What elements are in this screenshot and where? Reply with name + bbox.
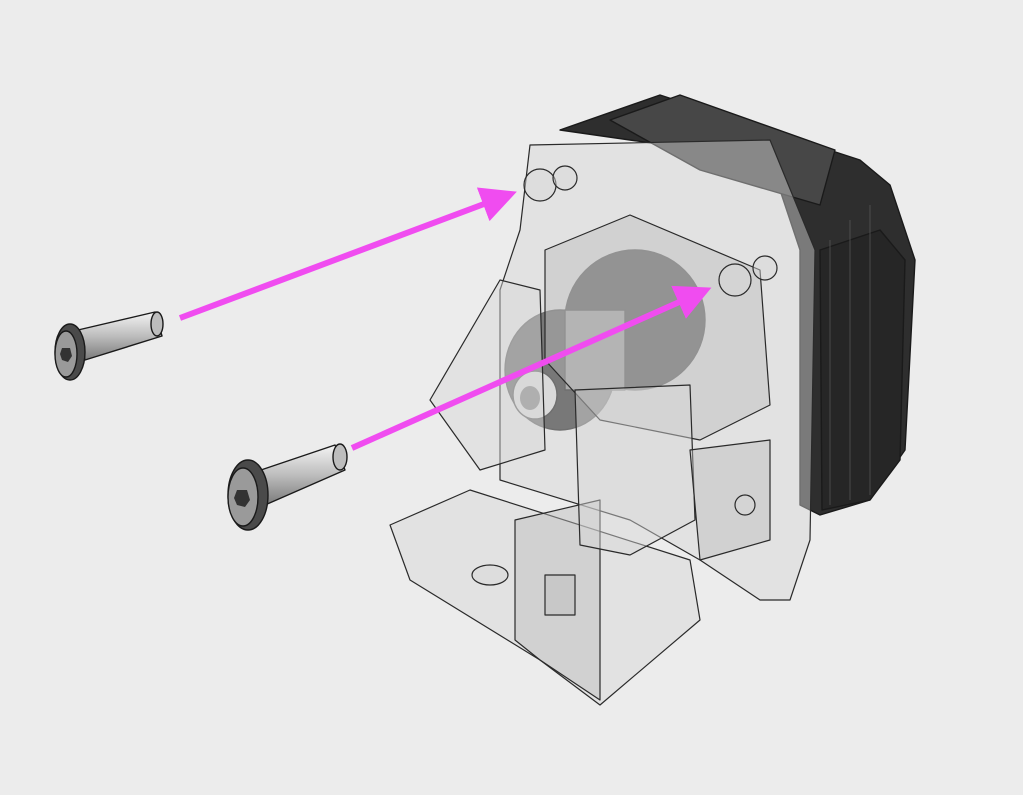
transparent-housing	[389, 139, 816, 706]
screw-icon	[227, 443, 348, 531]
screw-icon	[54, 311, 164, 381]
arrow-icon	[350, 285, 712, 451]
stepper-motor	[559, 94, 916, 516]
arrow-icon	[178, 187, 517, 321]
